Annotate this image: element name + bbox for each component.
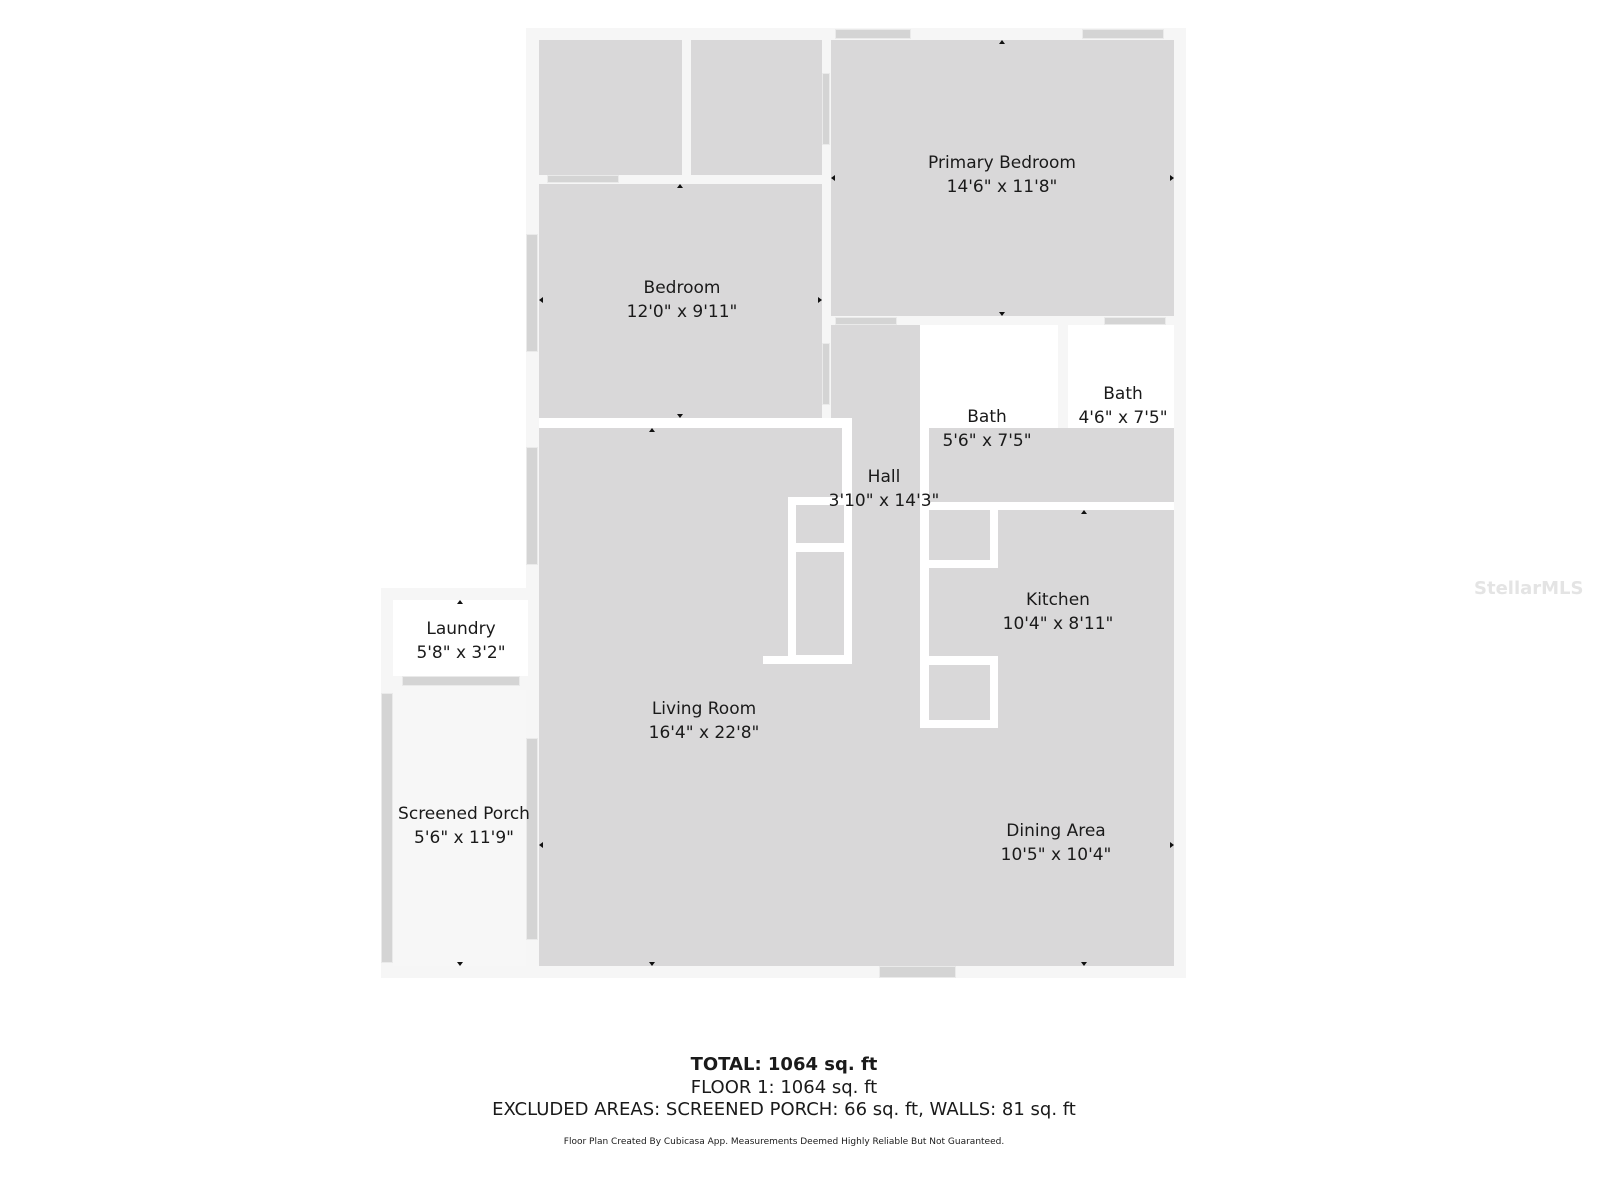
room-dimensions: 16'4" x 22'8" [648,723,760,743]
dimension-marker [457,962,463,966]
room-dimensions: 4'6" x 7'5" [1078,408,1168,428]
wall [920,502,1174,510]
dimension-marker [539,297,543,303]
door [835,317,897,325]
dimension-marker [818,297,822,303]
room-dimensions: 12'0" x 9'11" [626,302,738,322]
laundry-area [393,600,528,676]
dimension-marker [1081,962,1087,966]
room-label-primary-bedroom: Primary Bedroom 14'6" x 11'8" [928,151,1076,199]
window [1082,29,1164,39]
dimension-marker [999,312,1005,316]
room-dimensions: 10'4" x 8'11" [1002,614,1114,634]
cabinet [929,510,990,560]
dimension-marker [1081,510,1087,514]
dimension-marker [649,962,655,966]
watermark: StellarMLS [1474,578,1584,599]
room-label-laundry: Laundry 5'8" x 3'2" [416,617,505,665]
dimension-marker [1170,842,1174,848]
window [879,966,956,978]
room-label-bedroom: Bedroom 12'0" x 9'11" [627,276,738,324]
room-label-kitchen: Kitchen 10'4" x 8'11" [1003,588,1114,636]
window [526,234,538,352]
door [402,676,520,686]
room-label-bath: Bath 4'6" x 7'5" [1078,382,1167,430]
total-area: TOTAL: 1064 sq. ft [690,1054,878,1075]
door [1104,317,1166,325]
door [822,343,830,405]
window [381,693,393,963]
room-label-screened-porch: Screened Porch 5'6" x 11'9" [398,802,530,850]
closet [796,552,844,655]
screened-porch-area [393,690,526,966]
floor-area: FLOOR 1: 1064 sq. ft [690,1077,878,1098]
room-name: Dining Area [1006,821,1106,841]
room-dimensions: 14'6" x 11'8" [946,177,1058,197]
room-dimensions: 5'8" x 3'2" [416,643,506,663]
room-name: Kitchen [1026,590,1090,610]
door [822,73,830,145]
dimension-marker [539,842,543,848]
room-name: Bedroom [643,278,721,298]
closet [691,40,822,175]
room-label-bath: Bath 5'6" x 7'5" [942,405,1031,453]
disclaimer: Floor Plan Created By Cubicasa App. Meas… [563,1137,1005,1147]
dimension-marker [1170,175,1174,181]
closet [796,505,844,543]
wall [763,656,852,664]
cabinet [929,665,990,720]
bedroom-area [539,184,822,418]
room-name: Living Room [651,699,757,719]
excluded-areas: EXCLUDED AREAS: SCREENED PORCH: 66 sq. f… [492,1099,1076,1120]
room-dimensions: 10'5" x 10'4" [1000,845,1112,865]
dimension-marker [677,184,683,188]
wall [539,418,842,428]
room-name: Primary Bedroom [928,153,1076,173]
room-label-hall: Hall 3'10" x 14'3" [829,465,940,513]
dimension-marker [649,428,655,432]
primary-bedroom-area [831,40,1174,316]
room-dimensions: 3'10" x 14'3" [828,491,940,511]
window [526,447,538,565]
room-name: Bath [1103,384,1143,404]
room-dimensions: 5'6" x 7'5" [942,431,1032,451]
dimension-marker [457,600,463,604]
window [835,29,911,39]
room-label-dining-area: Dining Area 10'5" x 10'4" [1001,819,1112,867]
room-name: Bath [967,407,1007,427]
door [547,175,619,183]
room-dimensions: 5'6" x 11'9" [414,828,514,848]
room-name: Hall [867,467,901,487]
dimension-marker [999,40,1005,44]
closet [539,40,682,175]
room-name: Screened Porch [398,804,530,824]
dimension-marker [831,175,835,181]
window [526,738,538,940]
dimension-marker [677,414,683,418]
room-label-living-room: Living Room 16'4" x 22'8" [649,697,760,745]
kitchen-counter [929,568,998,656]
room-name: Laundry [426,619,496,639]
